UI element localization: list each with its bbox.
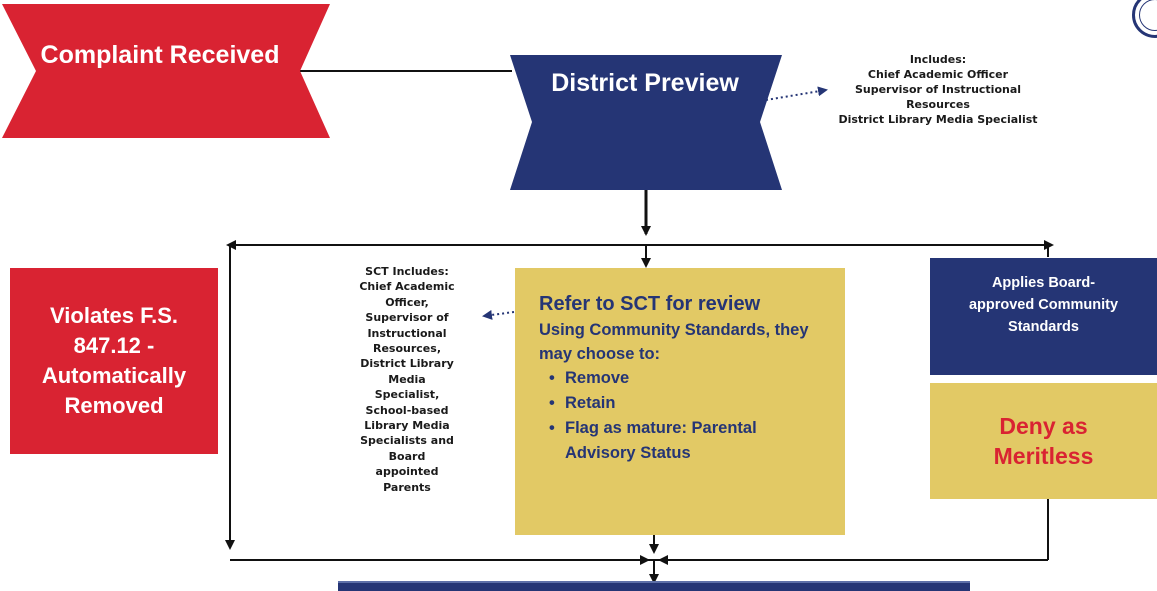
refer-option-retain: Retain xyxy=(549,391,829,416)
district-preview-shape xyxy=(510,55,782,190)
district-preview-label: District Preview xyxy=(551,69,739,97)
sct-note-line: School-based xyxy=(365,403,449,417)
sct-note-line: Specialists and xyxy=(360,434,454,448)
sct-includes-note: SCT Includes: Chief Academic Officer, Su… xyxy=(338,264,476,495)
sct-note-line: Media xyxy=(388,372,426,386)
sct-note-line: SCT Includes: xyxy=(365,265,449,278)
applies-standards-box: Applies Board-approved Community Standar… xyxy=(930,258,1157,375)
complaint-received-label: Complaint Received xyxy=(40,41,280,69)
sct-note-line: Board xyxy=(388,449,426,463)
refer-to-sct-box: Refer to SCT for review Using Community … xyxy=(515,268,845,535)
sct-note-line: appointed xyxy=(375,465,439,479)
refer-option-remove: Remove xyxy=(549,366,829,391)
sct-note-line: Parents xyxy=(383,480,431,494)
refer-option-flag-mature: Flag as mature: Parental Advisory Status xyxy=(549,416,829,466)
includes-line: Chief Academic Officer xyxy=(867,68,1009,81)
violates-fs-box: Violates F.S. 847.12 - Automatically Rem… xyxy=(10,268,218,454)
sct-note-line: Resources, xyxy=(373,342,441,356)
deny-as-meritless-label: Deny as Meritless xyxy=(993,413,1094,469)
includes-line: Supervisor of Instructional xyxy=(854,83,1022,96)
includes-line: District Library Media Specialist xyxy=(838,113,1038,126)
sct-note-line: Library Media xyxy=(364,419,450,433)
sct-note-line: District Library xyxy=(360,357,454,371)
district-preview-includes-note: Includes: Chief Academic Officer Supervi… xyxy=(818,52,1058,127)
includes-line: Resources xyxy=(906,98,970,111)
refer-title: Refer to SCT for review xyxy=(539,293,761,315)
connector-dotted-sct xyxy=(482,309,515,320)
sct-note-line: Chief Academic xyxy=(359,280,455,294)
next-step-box-partial xyxy=(338,581,970,591)
includes-heading: Includes: xyxy=(909,53,967,66)
sct-note-line: Officer, xyxy=(385,295,429,309)
refer-intro: Using Community Standards, they may choo… xyxy=(539,321,809,363)
sct-note-line: Specialist, xyxy=(374,388,440,402)
deny-as-meritless-box: Deny as Meritless xyxy=(930,383,1157,499)
applies-standards-label: Applies Board-approved Community Standar… xyxy=(968,275,1119,335)
connector-dotted-includes xyxy=(765,86,828,101)
refer-options-list: Remove Retain Flag as mature: Parental A… xyxy=(539,366,829,466)
sct-note-line: Instructional xyxy=(367,326,447,340)
violates-fs-label: Violates F.S. 847.12 - Automatically Rem… xyxy=(41,303,187,418)
sct-note-line: Supervisor of xyxy=(365,311,449,325)
complaint-received-shape xyxy=(2,4,330,138)
